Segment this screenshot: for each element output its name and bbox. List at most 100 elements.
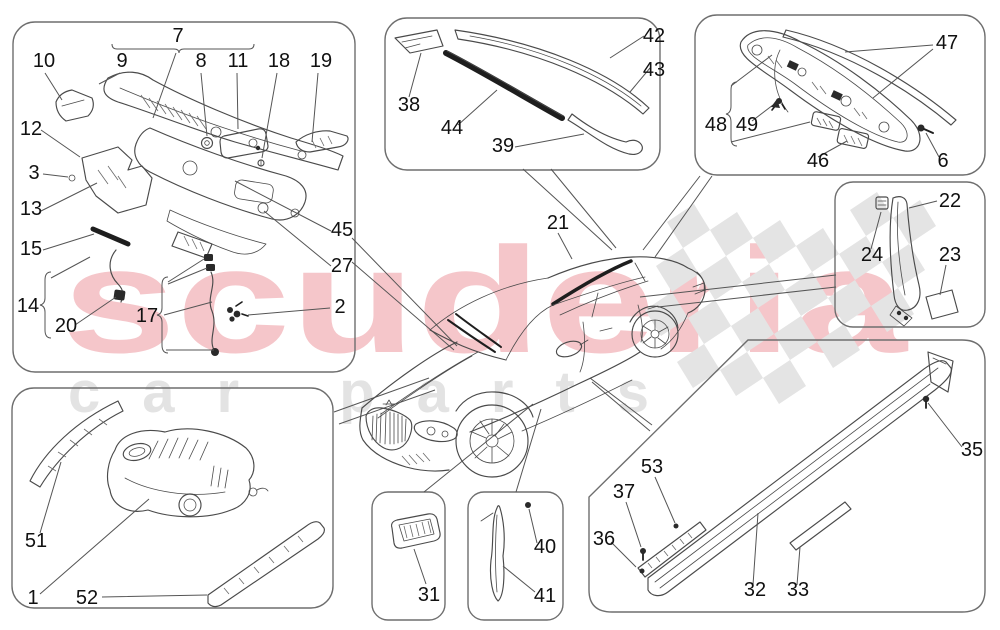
callout-42: 42 [643,25,665,47]
part-6-screw [917,124,934,134]
callout-12: 12 [20,118,42,140]
checker-diamond [893,200,936,244]
bracket-14 [39,271,52,339]
part-10 [55,89,94,122]
car-illustration [359,256,706,478]
box-pillar-trim [834,181,986,328]
part-44 [443,50,565,121]
part-53-clip [673,523,679,529]
part-35-screw [922,395,930,409]
checker-diamond [785,272,828,316]
connector-small-boxes [423,403,542,493]
part-3 [68,174,76,182]
part-31 [390,513,441,549]
box-engine-cover [11,387,334,609]
tagline-watermark: car parts [68,360,691,425]
callout-39: 39 [492,135,514,157]
vent-parts [390,513,441,549]
box-roof-moldings [384,17,661,171]
callout-35: 35 [961,439,983,461]
callout-9: 9 [116,50,127,72]
callout-3: 3 [28,162,39,184]
checker-diamond [753,220,796,264]
part-33-strip [789,501,852,551]
box-cowl-panel [12,21,356,373]
callout-22: 22 [939,190,961,212]
callout-49: 49 [736,114,758,136]
checker-diamond [742,264,785,308]
part-15 [90,226,131,247]
engine-cover-parts [29,400,325,608]
callout-15: 15 [20,238,42,260]
seal-parts [480,502,531,602]
callout-43: 43 [643,59,665,81]
checker-diamond [763,360,806,404]
bracket-17 [156,276,169,354]
callout-23: 23 [939,244,961,266]
part-39 [567,113,643,155]
part-42-43 [454,29,650,115]
part-17-hose [209,271,215,351]
part-2-clip [227,301,249,322]
callout-52: 52 [76,587,98,609]
callout-41: 41 [534,585,556,607]
part-8 [200,136,214,150]
callout-6: 6 [937,150,948,172]
connector-skirt-box [589,377,653,432]
callout-8: 8 [195,50,206,72]
connector-pillar-box [639,274,837,308]
checker-diamond [677,344,720,388]
callout-36: 36 [593,528,615,550]
part-32-skirt [647,360,952,597]
watermark-layer: scuderia car parts [62,192,936,425]
callout-20: 20 [55,315,77,337]
callout-38: 38 [398,94,420,116]
checker-diamond [774,316,817,360]
part-46-light [836,128,870,149]
checker-diamond [710,212,753,256]
part-41 [489,505,505,602]
connector-engine-box [333,377,436,425]
callout-48: 48 [705,114,727,136]
checker-diamond [850,192,893,236]
callout-1: 1 [27,587,38,609]
box-vent [371,491,446,621]
checker-diamond [667,204,710,248]
skirt-end-cap [927,351,954,393]
callout-7: 7 [172,25,183,47]
callout-47: 47 [936,32,958,54]
callout-18: 18 [268,50,290,72]
part-51 [29,400,124,488]
part-22-bracket [889,305,913,327]
checker-diamond [688,300,731,344]
cowl-panel-parts [55,71,349,356]
callout-46: 46 [807,150,829,172]
part-40-screw [525,502,531,508]
checker-diamond [817,324,860,368]
callout-labels: 7 10 9 8 11 18 19 12 3 13 15 14 20 17 2 … [17,25,983,609]
callout-14: 14 [17,295,39,317]
bracket-7 [111,43,255,54]
part-52 [207,521,325,608]
callout-53: 53 [641,456,663,478]
callout-32: 32 [744,579,766,601]
part-22 [889,196,921,311]
part-19 [295,130,349,153]
callout-13: 13 [20,198,42,220]
connector-cowl-box [351,237,458,351]
callout-51: 51 [25,530,47,552]
callout-17: 17 [136,305,158,327]
roof-molding-parts [394,29,650,155]
part-11 [219,128,269,159]
checker-diamond [871,288,914,332]
panel-boxes [11,14,986,621]
callout-31: 31 [418,584,440,606]
connector-lines [333,175,837,493]
part-48-light [810,111,842,131]
callout-40: 40 [534,536,556,558]
box-trunk-finisher [694,14,986,176]
leader-21 [557,232,573,260]
part-1-engine-cover [106,428,269,518]
